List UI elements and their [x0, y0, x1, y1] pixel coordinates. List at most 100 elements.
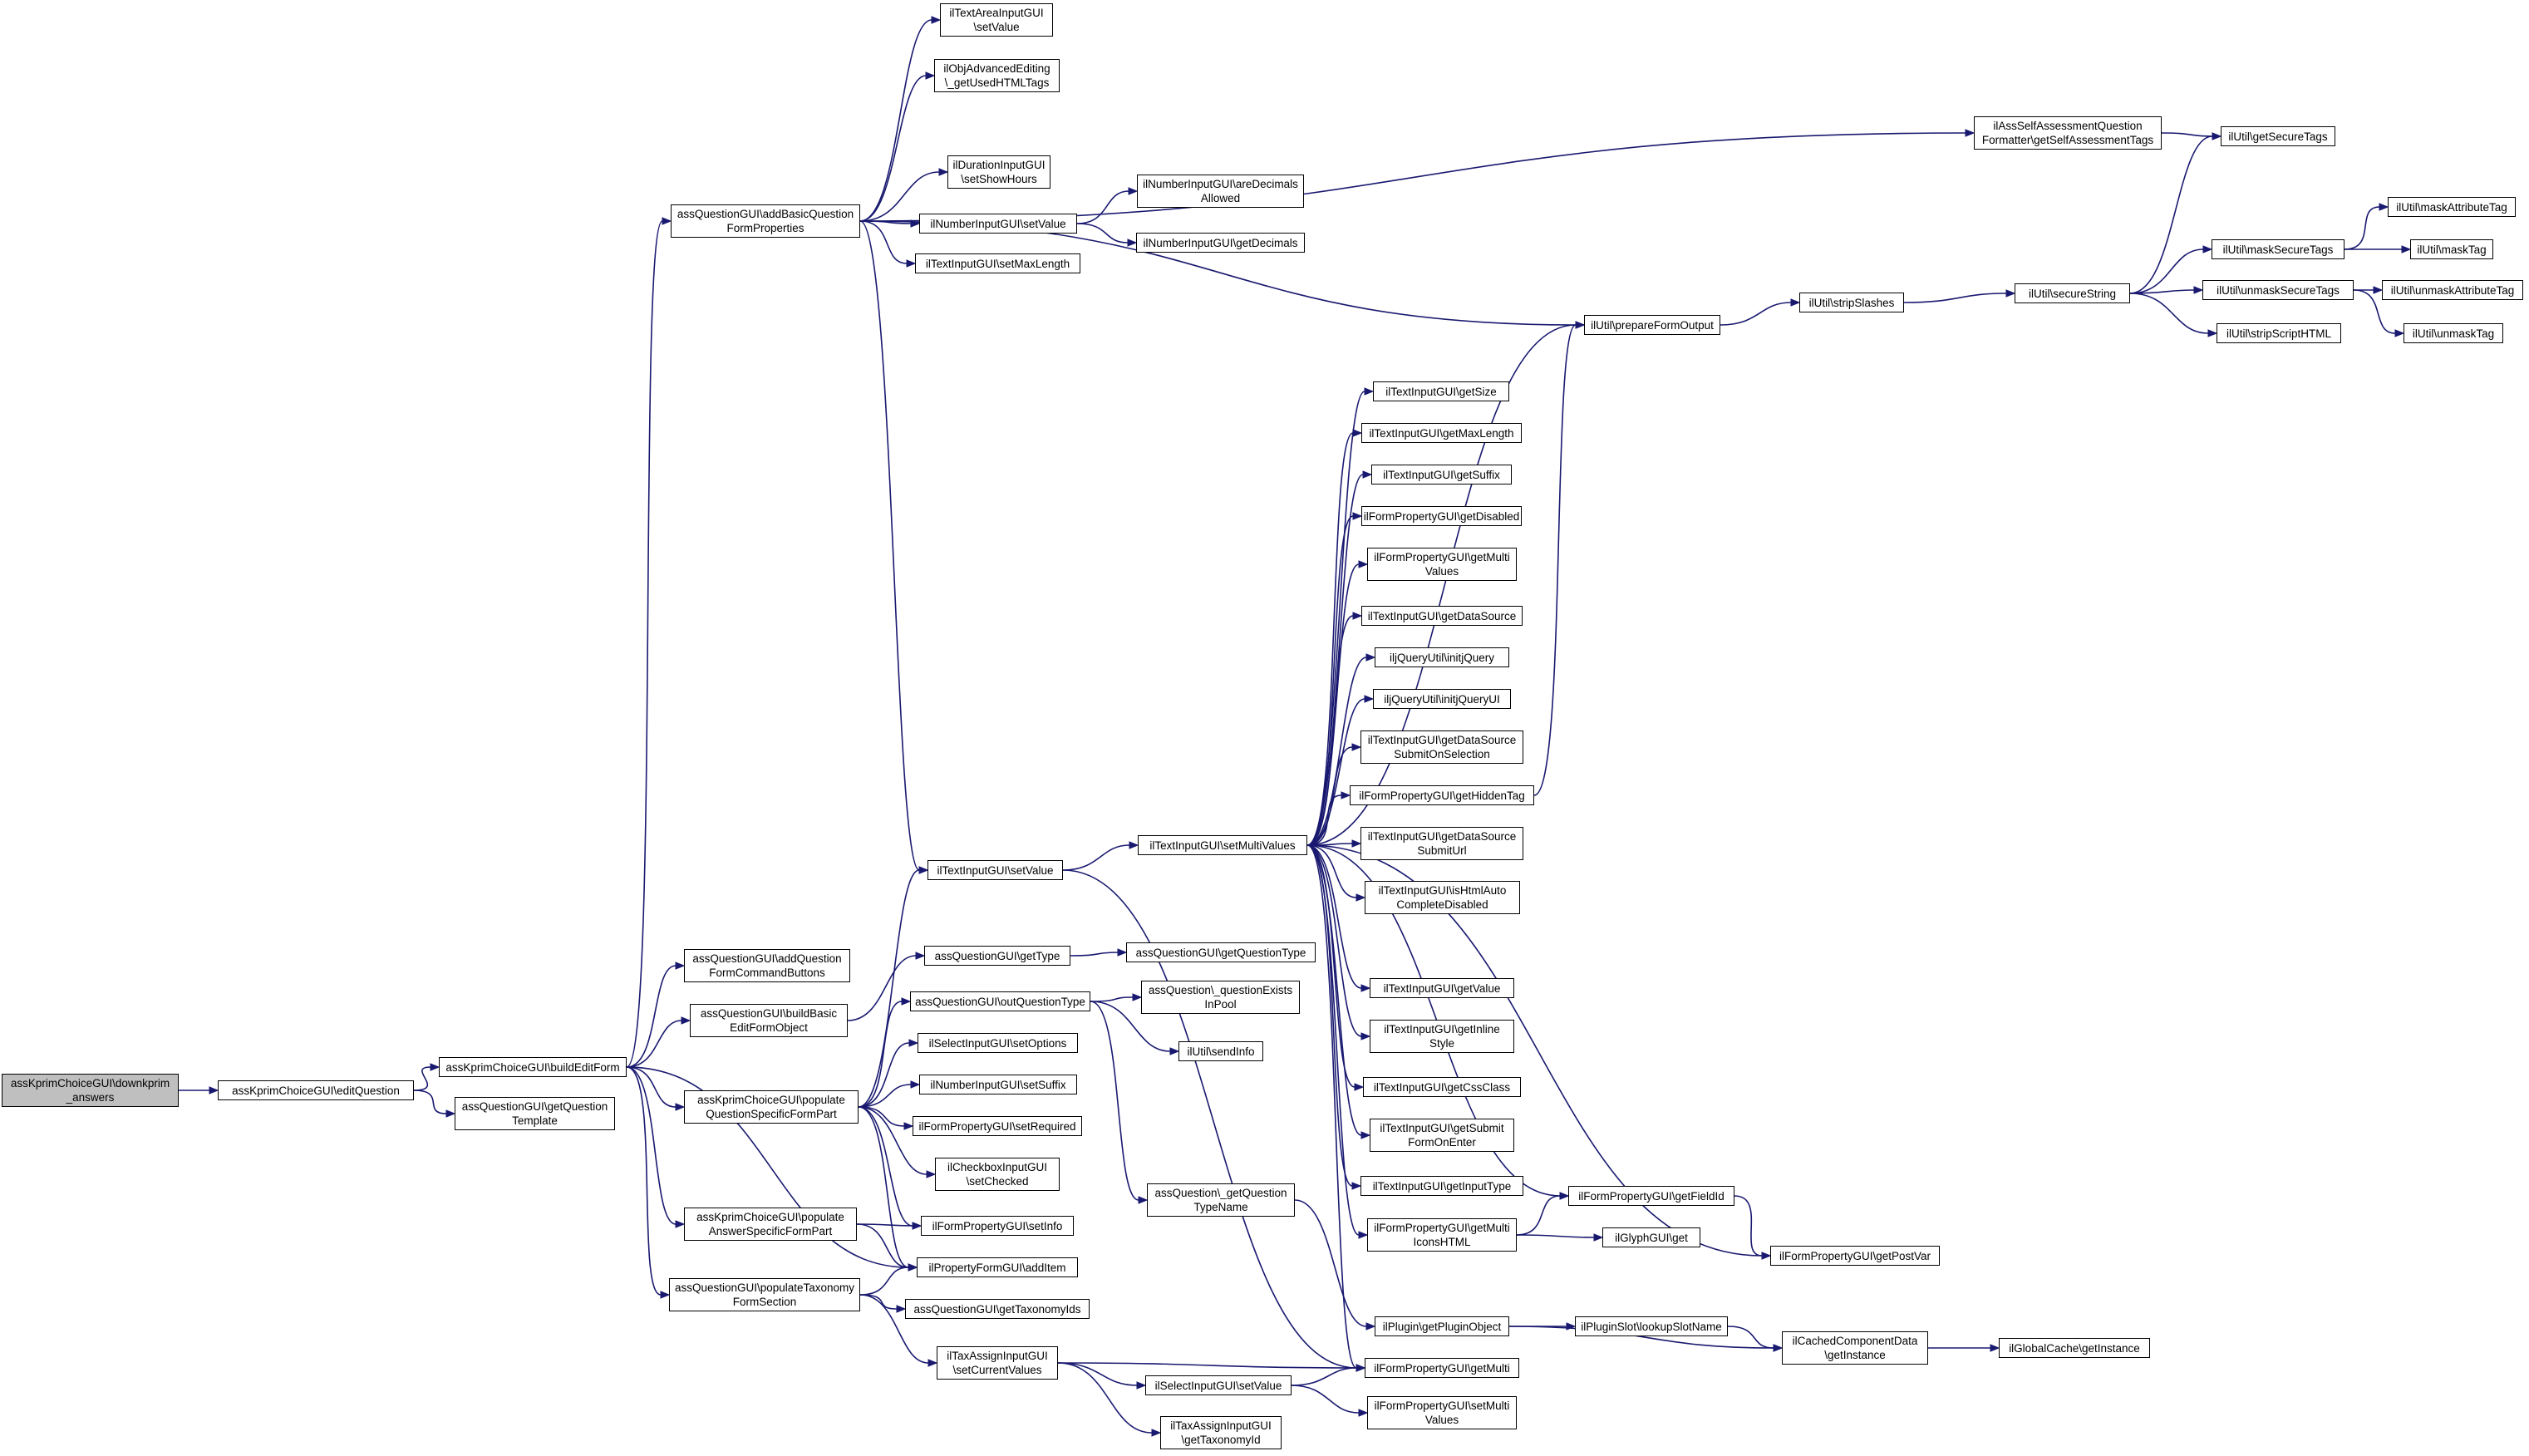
arrowhead: [430, 1063, 440, 1071]
arrowhead: [2212, 132, 2222, 140]
node-pop-q-s-f-p[interactable]: assKprimChoiceGUI\populate QuestionSpeci…: [684, 1090, 859, 1124]
arrowhead: [1151, 1429, 1162, 1437]
node-num-get-decimals[interactable]: ilNumberInputGUI\getDecimals: [1136, 233, 1305, 253]
node-num-are-decimals[interactable]: ilNumberInputGUI\areDecimals Allowed: [1137, 175, 1304, 208]
call-edge: [2129, 135, 2213, 294]
call-edge: [847, 955, 917, 1021]
node-ti-is-html-auto[interactable]: ilTextInputGUI\isHtmlAuto CompleteDisabl…: [1365, 881, 1520, 914]
node-num-set-value[interactable]: ilNumberInputGUI\setValue: [919, 214, 1077, 234]
arrowhead: [1360, 1032, 1371, 1040]
node-fp-get-post-var[interactable]: ilFormPropertyGUI\getPostVar: [1770, 1246, 1940, 1266]
call-edge: [626, 220, 663, 1068]
node-cb-set-checked[interactable]: ilCheckboxInputGUI \setChecked: [935, 1158, 1060, 1191]
node-util-mask-attr-tag[interactable]: ilUtil\maskAttributeTag: [2388, 197, 2516, 217]
node-sel-set-value[interactable]: ilSelectInputGUI\setValue: [1145, 1375, 1292, 1395]
call-edge: [2161, 132, 2213, 137]
node-q-q-exists[interactable]: assQuestion\_questionExists InPool: [1141, 981, 1300, 1014]
node-util-unmask-attr-tag[interactable]: ilUtil\unmaskAttributeTag: [2382, 280, 2523, 300]
node-fp-set-required[interactable]: ilFormPropertyGUI\setRequired: [913, 1116, 1082, 1136]
node-ti-get-value[interactable]: ilTextInputGUI\getValue: [1370, 978, 1514, 998]
node-util-unmask-tag[interactable]: ilUtil\unmaskTag: [2404, 323, 2503, 343]
node-ti-get-submit-f-o-e[interactable]: ilTextInputGUI\getSubmit FormOnEnter: [1370, 1119, 1514, 1152]
arrowhead: [2202, 245, 2213, 253]
node-util-strip-script-h-t-m-l[interactable]: ilUtil\stripScriptHTML: [2217, 323, 2341, 343]
node-edit-question[interactable]: assKprimChoiceGUI\editQuestion: [218, 1080, 414, 1100]
node-fp-get-multi-values[interactable]: ilFormPropertyGUI\getMulti Values: [1367, 548, 1517, 581]
call-edge: [1306, 698, 1365, 846]
node-pop-tax[interactable]: assQuestionGUI\populateTaxonomy FormSect…: [669, 1278, 860, 1311]
node-qg-out-q-type[interactable]: assQuestionGUI\outQuestionType: [910, 991, 1090, 1011]
node-ti-set-multi[interactable]: ilTextInputGUI\setMultiValues: [1138, 835, 1307, 855]
arrowhead: [1365, 653, 1376, 662]
call-edge: [626, 1066, 909, 1268]
node-pop-a-s-f-p[interactable]: assKprimChoiceGUI\populate AnswerSpecifi…: [684, 1208, 857, 1241]
node-dur-show-hours[interactable]: ilDurationInputGUI \setShowHours: [947, 155, 1050, 189]
node-ti-get-max-length[interactable]: ilTextInputGUI\getMaxLength: [1361, 423, 1522, 443]
arrowhead: [927, 1359, 938, 1367]
node-qg-get-tax-ids[interactable]: assQuestionGUI\getTaxonomyIds: [905, 1299, 1090, 1319]
node-fp-get-multi[interactable]: ilFormPropertyGUI\getMulti: [1365, 1358, 1519, 1378]
arrowhead: [1354, 1083, 1365, 1091]
arrowhead: [926, 1170, 937, 1178]
call-edge: [1306, 844, 1357, 1369]
arrowhead: [1364, 695, 1375, 703]
node-sel-set-options[interactable]: ilSelectInputGUI\setOptions: [918, 1033, 1078, 1053]
node-util-prep-form-out[interactable]: ilUtil\prepareFormOutput: [1584, 315, 1720, 335]
arrowhead: [2005, 289, 2016, 298]
node-ta-set-value[interactable]: ilTextAreaInputGUI \setValue: [940, 3, 1053, 37]
node-ti-get-size[interactable]: ilTextInputGUI\getSize: [1373, 381, 1509, 401]
node-build-basic-e-f-o[interactable]: assQuestionGUI\buildBasic EditFormObject: [690, 1004, 848, 1037]
node-util-mask-tag[interactable]: ilUtil\maskTag: [2410, 239, 2493, 259]
node-add-basic-q-f-p[interactable]: assQuestionGUI\addBasicQuestion FormProp…: [671, 204, 860, 238]
node-pl-get-plugin-obj[interactable]: ilPlugin\getPluginObject: [1375, 1316, 1509, 1336]
node-util-send-info[interactable]: ilUtil\sendInfo: [1178, 1041, 1263, 1061]
node-util-strip-slashes[interactable]: ilUtil\stripSlashes: [1799, 293, 1904, 312]
node-oae-tags[interactable]: ilObjAdvancedEditing \_getUsedHTMLTags: [934, 59, 1060, 92]
node-util-unmask-secure-tags[interactable]: ilUtil\unmaskSecureTags: [2202, 280, 2354, 300]
node-ti-get-data-source[interactable]: ilTextInputGUI\getDataSource: [1361, 606, 1523, 626]
call-edge: [858, 869, 920, 1108]
node-get-question-template[interactable]: assQuestionGUI\getQuestion Template: [455, 1097, 615, 1130]
node-ti-get-css-class[interactable]: ilTextInputGUI\getCssClass: [1363, 1077, 1521, 1097]
node-jq-init[interactable]: iljQueryUtil\initjQuery: [1375, 647, 1509, 667]
node-ti-set-max-length[interactable]: ilTextInputGUI\setMaxLength: [915, 253, 1080, 273]
node-qg-get-q-type[interactable]: assQuestionGUI\getQuestionType: [1126, 942, 1316, 962]
node-ass-self-fmt[interactable]: ilAssSelfAssessmentQuestion Formatter\ge…: [1974, 116, 2162, 150]
node-util-mask-secure-tags[interactable]: ilUtil\maskSecureTags: [2212, 239, 2344, 259]
node-gc-get-instance[interactable]: ilGlobalCache\getInstance: [1999, 1338, 2150, 1358]
node-fp-set-info[interactable]: ilFormPropertyGUI\setInfo: [921, 1216, 1074, 1236]
node-ti-get-d-s-submit-sel[interactable]: ilTextInputGUI\getDataSource SubmitOnSel…: [1360, 730, 1523, 764]
node-jq-init-u-i[interactable]: iljQueryUtil\initjQueryUI: [1373, 689, 1511, 709]
node-add-q-f-c-b[interactable]: assQuestionGUI\addQuestion FormCommandBu…: [684, 949, 850, 982]
arrowhead: [1358, 560, 1369, 568]
node-num-set-suffix[interactable]: ilNumberInputGUI\setSuffix: [919, 1075, 1077, 1094]
node-util-get-secure-tags[interactable]: ilUtil\getSecureTags: [2221, 126, 2335, 146]
node-fp-set-multi-values[interactable]: ilFormPropertyGUI\setMulti Values: [1367, 1396, 1517, 1429]
arrowhead: [681, 1016, 691, 1025]
node-tax-set-cur-vals[interactable]: ilTaxAssignInputGUI \setCurrentValues: [937, 1346, 1058, 1380]
node-util-secure-string[interactable]: ilUtil\secureString: [2015, 283, 2130, 303]
call-edge: [626, 1066, 662, 1296]
node-glyph-get[interactable]: ilGlyphGUI\get: [1602, 1227, 1700, 1247]
call-edge: [858, 1084, 912, 1108]
node-ccd-get-instance[interactable]: ilCachedComponentData \getInstance: [1782, 1331, 1928, 1365]
node-qg-get-type[interactable]: assQuestionGUI\getType: [924, 946, 1070, 966]
node-ps-lookup-slot-name[interactable]: ilPluginSlot\lookupSlotName: [1575, 1316, 1728, 1336]
node-ti-get-suffix[interactable]: ilTextInputGUI\getSuffix: [1371, 465, 1512, 485]
node-ti-get-inline-style[interactable]: ilTextInputGUI\getInline Style: [1370, 1020, 1514, 1053]
node-tax-get-tax-id[interactable]: ilTaxAssignInputGUI \getTaxonomyId: [1160, 1416, 1282, 1449]
node-fp-get-multi-icons[interactable]: ilFormPropertyGUI\getMulti IconsHTML: [1367, 1218, 1517, 1252]
call-edge: [413, 1066, 431, 1091]
node-ti-get-input-type[interactable]: ilTextInputGUI\getInputType: [1360, 1176, 1523, 1196]
node-fp-get-field-id[interactable]: ilFormPropertyGUI\getFieldId: [1568, 1186, 1734, 1206]
node-q-get-q-type-name[interactable]: assQuestion\_getQuestion TypeName: [1147, 1183, 1295, 1217]
node-pf-add-item[interactable]: ilPropertyFormGUI\addItem: [917, 1257, 1078, 1277]
node-ti-set-value[interactable]: ilTextInputGUI\setValue: [927, 860, 1063, 880]
node-build-edit-form[interactable]: assKprimChoiceGUI\buildEditForm: [439, 1057, 627, 1077]
arrowhead: [1990, 1344, 2000, 1352]
node-ti-get-d-s-submit-url[interactable]: ilTextInputGUI\getDataSource SubmitUrl: [1360, 827, 1523, 860]
node-fp-get-disabled[interactable]: ilFormPropertyGUI\getDisabled: [1361, 506, 1522, 526]
call-edge: [856, 1223, 913, 1227]
node-fp-get-hidden-tag[interactable]: ilFormPropertyGUI\getHiddenTag: [1350, 785, 1534, 805]
